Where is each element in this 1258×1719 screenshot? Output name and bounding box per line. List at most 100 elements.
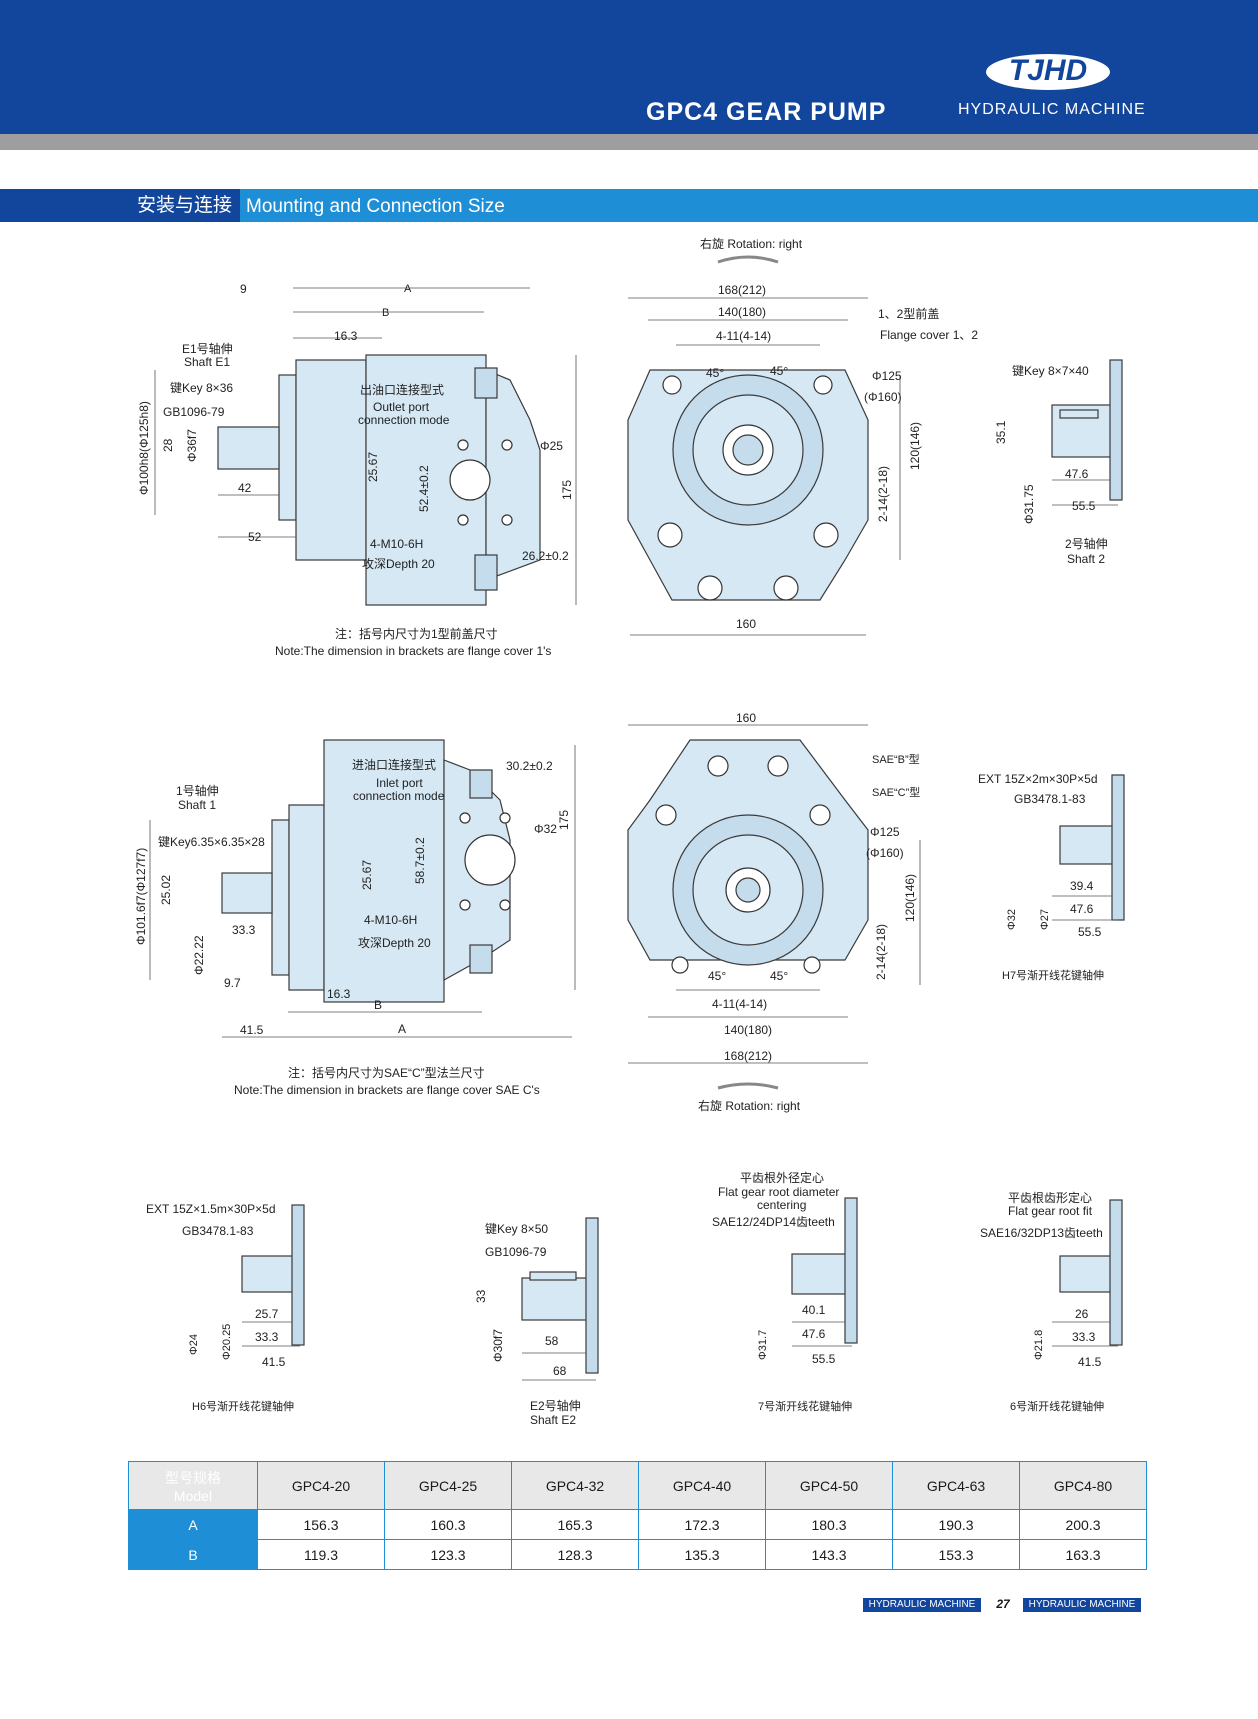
dim-label: (Φ160): [864, 390, 902, 404]
dim-label: 41.5: [262, 1355, 286, 1369]
dim-label: 攻深Depth 20: [358, 936, 431, 950]
dim-label: 42: [238, 481, 252, 495]
dim-label: Shaft 2: [1067, 552, 1105, 566]
dim-label: 出油口连接型式: [360, 382, 444, 397]
dim-label: Outlet port: [373, 400, 430, 414]
dim-label: 25.67: [366, 452, 380, 482]
drawing-side-view-shaft1: [149, 739, 576, 1038]
dim-label: B: [374, 998, 382, 1012]
table-header-cell: GPC4-40: [638, 1461, 766, 1510]
drawing-shaft-e2: [521, 1217, 599, 1381]
dim-label: Φ31.7: [757, 1330, 769, 1360]
page-title: GPC4 GEAR PUMP: [646, 98, 887, 126]
drawing-shaft-h7: [1052, 774, 1125, 921]
technical-drawings: 9 A B 16.3 E1号轴伸 Shaft E1 键Key 8×36 GB10…: [134, 236, 1125, 1427]
dim-label: 平齿根外径定心: [740, 1170, 824, 1185]
dim-label: 160: [736, 711, 756, 725]
dim-label: 26: [1075, 1307, 1089, 1321]
section-title-en: Mounting and Connection Size: [246, 196, 505, 217]
dim-label: Shaft 1: [178, 798, 216, 812]
table-cell: 172.3: [638, 1509, 766, 1540]
dim-label: 160: [736, 617, 756, 631]
table-cell: 165.3: [511, 1509, 639, 1540]
drawing-front-view-bottom: [627, 724, 921, 1064]
dim-label: 攻深Depth 20: [362, 557, 435, 571]
dim-label: 45°: [708, 969, 726, 983]
dim-label: 键Key 8×36: [170, 381, 233, 395]
dim-label: GB1096-79: [485, 1245, 547, 1259]
header-gray-bar: [0, 134, 1258, 150]
dim-label: 140(180): [724, 1023, 772, 1037]
logo-text: TJHD: [1009, 54, 1087, 87]
dim-label: H6号渐开线花键轴伸: [192, 1399, 294, 1413]
dim-label: 33: [474, 1289, 488, 1303]
dim-label: Φ32: [1006, 909, 1018, 930]
drawing-note-cn: 注：括号内尺寸为SAE“C”型法兰尺寸: [288, 1065, 485, 1080]
table-cell: 156.3: [257, 1509, 385, 1540]
table-header-cell: GPC4-63: [892, 1461, 1020, 1510]
dim-label: 键Key 8×7×40: [1012, 364, 1089, 378]
dim-label: EXT 15Z×1.5m×30P×5d: [146, 1202, 276, 1216]
table-header-cell: GPC4-80: [1019, 1461, 1147, 1510]
dim-label: SAE“C”型: [872, 785, 920, 799]
dim-label: 25.67: [360, 860, 374, 890]
dim-label: 40.1: [802, 1303, 826, 1317]
dim-label: 55.5: [1078, 925, 1102, 939]
dim-label: 45°: [770, 364, 788, 378]
dim-label: Φ25: [540, 439, 563, 453]
footer-label-left: HYDRAULIC MACHINE: [863, 1598, 981, 1612]
table-cell: 163.3: [1019, 1539, 1147, 1570]
dim-label: 平齿根齿形定心: [1008, 1190, 1092, 1205]
dim-label: E2号轴伸: [530, 1398, 581, 1413]
dim-label: 2-14(2-18): [874, 924, 888, 980]
dim-label: 键Key 8×50: [485, 1222, 548, 1236]
dim-label: 4-M10-6H: [364, 913, 417, 927]
dim-label: 58: [545, 1334, 559, 1348]
dim-label: 52: [248, 530, 262, 544]
dim-label: SAE“B”型: [872, 752, 920, 766]
dim-label: B: [382, 307, 389, 319]
dim-label: Φ32: [534, 822, 557, 836]
dim-label: 120(146): [903, 874, 917, 922]
table-cell: 119.3: [257, 1539, 385, 1570]
table-cell: 180.3: [765, 1509, 893, 1540]
dim-label: Flange cover 1、2: [880, 328, 978, 342]
dim-label: 120(146): [908, 422, 922, 470]
table-header-cell: GPC4-50: [765, 1461, 893, 1510]
dim-label: Φ20.25: [221, 1324, 233, 1360]
dim-label: SAE12/24DP14齿teeth: [712, 1215, 835, 1229]
dim-label: 键Key6.35×6.35×28: [158, 835, 265, 849]
dim-label: connection mode: [353, 789, 445, 803]
dim-label: Φ125: [870, 825, 900, 839]
dim-label: 9.7: [224, 976, 241, 990]
dim-label: 52.4±0.2: [417, 465, 431, 512]
dim-label: 55.5: [1072, 499, 1096, 513]
dim-label: 2号轴伸: [1065, 536, 1108, 551]
table-cell: 200.3: [1019, 1509, 1147, 1540]
dim-label: Φ36f7: [185, 429, 199, 462]
rotation-arrow-icon: [717, 255, 779, 264]
dim-label: 16.3: [334, 329, 358, 343]
dim-label: 140(180): [718, 305, 766, 319]
dim-label: GB3478.1-83: [1014, 792, 1086, 806]
dim-label: Shaft E2: [530, 1413, 576, 1427]
dim-label: 2-14(2-18): [876, 466, 890, 522]
drawing-shaft-6: [1052, 1199, 1123, 1347]
table-cell: 190.3: [892, 1509, 1020, 1540]
drawing-note-en: Note:The dimension in brackets are flang…: [275, 644, 551, 658]
dim-label: Flat gear root fit: [1008, 1204, 1093, 1218]
dim-label: 25.02: [159, 875, 173, 905]
dim-label: 16.3: [327, 987, 351, 1001]
table-cell: 143.3: [765, 1539, 893, 1570]
page-number: 27: [996, 1597, 1010, 1611]
dim-label: Φ22.22: [192, 935, 206, 975]
dim-label: (Φ160): [866, 846, 904, 860]
dim-label: Shaft E1: [184, 355, 230, 369]
spec-table: 型号规格 Model GPC4-20 GPC4-25 GPC4-32 GPC4-…: [128, 1461, 1147, 1570]
model-label-cn: 型号规格: [165, 1469, 221, 1486]
dim-label: Φ24: [188, 1334, 200, 1355]
dim-label: Flat gear root diameter: [718, 1185, 839, 1199]
dim-label: 4-11(4-14): [712, 997, 767, 1011]
logo-subtitle: HYDRAULIC MACHINE: [958, 101, 1146, 118]
dim-label: 33.3: [255, 1330, 279, 1344]
